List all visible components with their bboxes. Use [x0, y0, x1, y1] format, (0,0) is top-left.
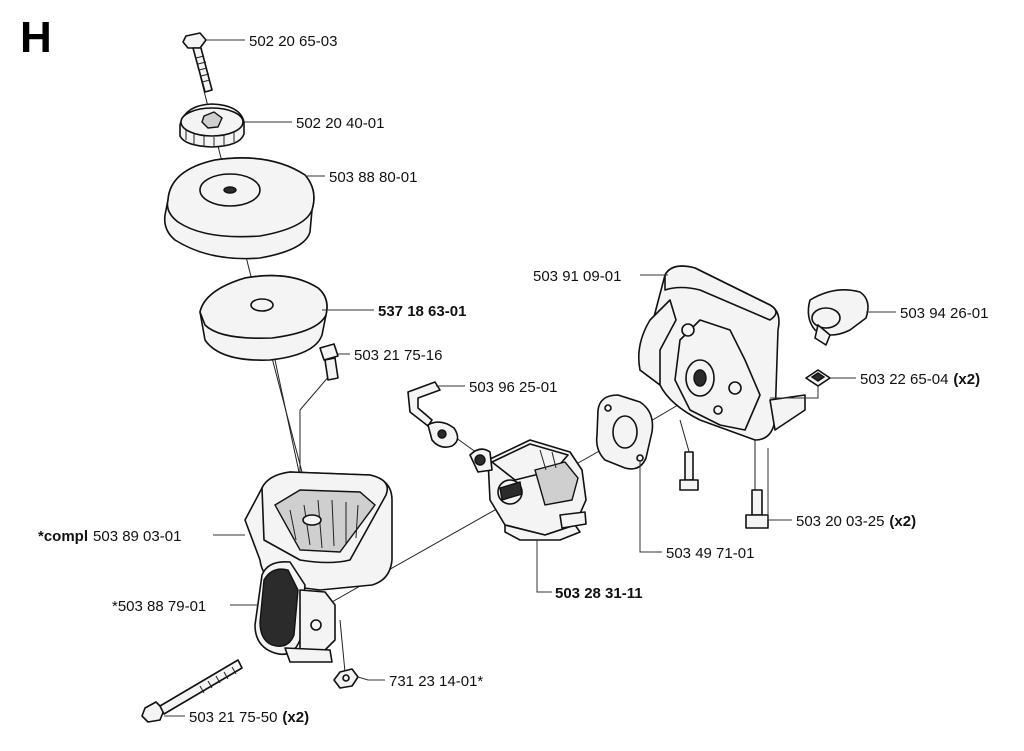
long-bolt-part — [141, 659, 243, 723]
section-letter: H — [20, 13, 52, 62]
label-bolt-long: 503 21 75-50 (x2) — [189, 709, 309, 726]
label-housing-prefix: *compl — [38, 528, 88, 545]
label-bolt-top: 502 20 65-03 — [249, 33, 337, 50]
mount-bolt-part — [745, 489, 769, 529]
part-labels: 502 20 65-03 502 20 40-01 503 88 80-01 5… — [38, 33, 988, 726]
label-gasket: 503 49 71-01 — [666, 545, 754, 562]
filter-housing-part — [244, 471, 393, 591]
label-rod-link: 503 96 25-01 — [469, 379, 557, 396]
label-handle: *503 88 79-01 — [112, 598, 206, 615]
label-filter-cover: 503 88 80-01 — [329, 169, 417, 186]
small-screw-part — [319, 343, 339, 381]
label-knob: 502 20 40-01 — [296, 115, 384, 132]
label-carburetor: 503 28 31-11 — [555, 585, 643, 602]
label-clip-number: 503 22 65-04 — [860, 371, 948, 388]
label-bolt-mount: 503 20 03-25 (x2) — [796, 513, 916, 530]
label-housing: *compl 503 89 03-01 — [38, 528, 181, 545]
label-clip-qty: (x2) — [953, 371, 980, 388]
label-bolt-mount-number: 503 20 03-25 — [796, 513, 884, 530]
carburetor-part — [469, 439, 587, 541]
knob-part — [179, 103, 245, 148]
lever-part — [807, 289, 869, 346]
label-housing-number: 503 89 03-01 — [93, 528, 181, 545]
leader-lines — [164, 39, 896, 717]
filter-cover-part — [163, 157, 315, 260]
label-bolt-long-qty: (x2) — [282, 709, 309, 726]
rod-link-part — [407, 381, 459, 448]
label-screw-small: 503 21 75-16 — [354, 347, 442, 364]
label-carb-mount: 503 91 09-01 — [533, 268, 621, 285]
top-bolt-part — [182, 32, 213, 93]
label-filter: 537 18 63-01 — [378, 303, 466, 320]
nut-part — [333, 668, 359, 689]
label-bolt-long-number: 503 21 75-50 — [189, 709, 277, 726]
label-clip: 503 22 65-04 (x2) — [860, 371, 980, 388]
handle-part — [254, 560, 336, 663]
label-lever: 503 94 26-01 — [900, 305, 988, 322]
clip-part — [805, 369, 831, 387]
gasket-part — [595, 394, 654, 470]
filter-part — [199, 274, 328, 361]
carb-mount-part — [637, 265, 806, 441]
mount-screw-part — [679, 451, 699, 491]
label-nut: 731 23 14-01* — [389, 673, 483, 690]
label-bolt-mount-qty: (x2) — [889, 513, 916, 530]
